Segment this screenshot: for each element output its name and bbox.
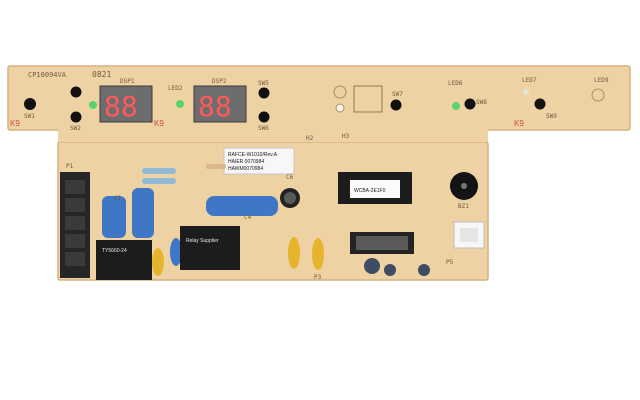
k9-mark-2: K9 (154, 119, 164, 128)
relay-k2: Relay Supplier (180, 226, 240, 270)
display-dsp2: DSP2 88 (193, 78, 247, 123)
connector-right (453, 221, 485, 249)
led-footprint-9 (591, 88, 605, 102)
button-sw9: SW9 (534, 98, 557, 120)
k9-mark-1: K9 (10, 119, 20, 128)
pcb-sticker: RAFCE-W1010/Rev.A HAIER 0070984 HAWM0070… (223, 147, 295, 175)
module-ic: WCBA-2E1F0 (338, 172, 412, 204)
label-c6: C6 (286, 174, 294, 181)
led-green-2 (176, 100, 184, 108)
svg-text:DSP1: DSP1 (120, 78, 135, 85)
connector-pins (65, 180, 85, 266)
label-p3: P3 (314, 274, 322, 281)
blue-cap-2 (132, 188, 154, 238)
yellow-cap-1 (152, 248, 164, 276)
svg-text:RAFCE-W1010/Rev.A: RAFCE-W1010/Rev.A (228, 152, 278, 158)
svg-text:88: 88 (198, 90, 232, 123)
svg-text:SW8: SW8 (476, 99, 487, 106)
svg-text:TY5660-24: TY5660-24 (102, 248, 127, 254)
button-sw5: SW5 (258, 80, 270, 99)
button-sw1: SW1 (24, 98, 36, 120)
label-h3: H3 (342, 133, 350, 140)
button-sw2: SW2 (70, 86, 82, 132)
svg-text:Relay Supplier: Relay Supplier (186, 238, 219, 244)
label-p5: P5 (446, 259, 454, 266)
buzzer-bz1 (450, 172, 478, 200)
svg-text:SW7: SW7 (392, 91, 403, 98)
led-green-1 (89, 101, 97, 109)
display-dsp1: DSP1 88 (99, 78, 153, 123)
led2-label: LED2 (168, 85, 183, 92)
blue-cap-1 (102, 196, 126, 238)
resistors-left (142, 164, 226, 184)
svg-text:88: 88 (104, 90, 138, 123)
svg-text:SW1: SW1 (24, 113, 35, 120)
yellow-cap-2 (288, 237, 300, 269)
label-h2: H2 (306, 135, 314, 142)
svg-text:HAIER 0070984: HAIER 0070984 (228, 159, 264, 165)
led-white-7 (523, 89, 529, 95)
svg-text:DSP2: DSP2 (212, 78, 227, 85)
button-sw8: SW8 (464, 98, 487, 110)
small-caps (364, 258, 430, 276)
label-p1: P1 (66, 163, 74, 170)
transformer (350, 232, 414, 254)
svg-text:HAWM0070984: HAWM0070984 (228, 166, 263, 172)
board-code-text: CP10094VA (28, 71, 67, 79)
svg-text:SW6: SW6 (258, 125, 269, 132)
label-c4: C4 (244, 214, 252, 221)
led6-label: LED6 (448, 80, 463, 87)
relay-k1: TY5660-24 (96, 240, 152, 280)
svg-text:SW2: SW2 (70, 125, 81, 132)
blue-cap-4 (170, 238, 182, 266)
label-c1: C1 (114, 195, 122, 202)
board-bridge (58, 128, 488, 142)
led-green-3 (452, 102, 460, 110)
board-id-text: 0821 (92, 70, 111, 79)
led7-label: LED7 (522, 77, 537, 84)
blue-cap-3 (206, 196, 278, 216)
electrolytic-cap (280, 188, 300, 208)
svg-text:WCBA-2E1F0: WCBA-2E1F0 (354, 188, 386, 194)
led-cluster-middle (333, 85, 383, 113)
button-sw6: SW6 (258, 111, 270, 132)
led9-label: LED9 (594, 77, 609, 84)
svg-text:SW9: SW9 (546, 113, 557, 120)
yellow-cap-3 (312, 238, 324, 270)
k9-mark-3: K9 (514, 119, 524, 128)
button-sw7: SW7 (390, 91, 403, 111)
svg-text:SW5: SW5 (258, 80, 269, 87)
label-bz1: BZ1 (458, 203, 469, 210)
